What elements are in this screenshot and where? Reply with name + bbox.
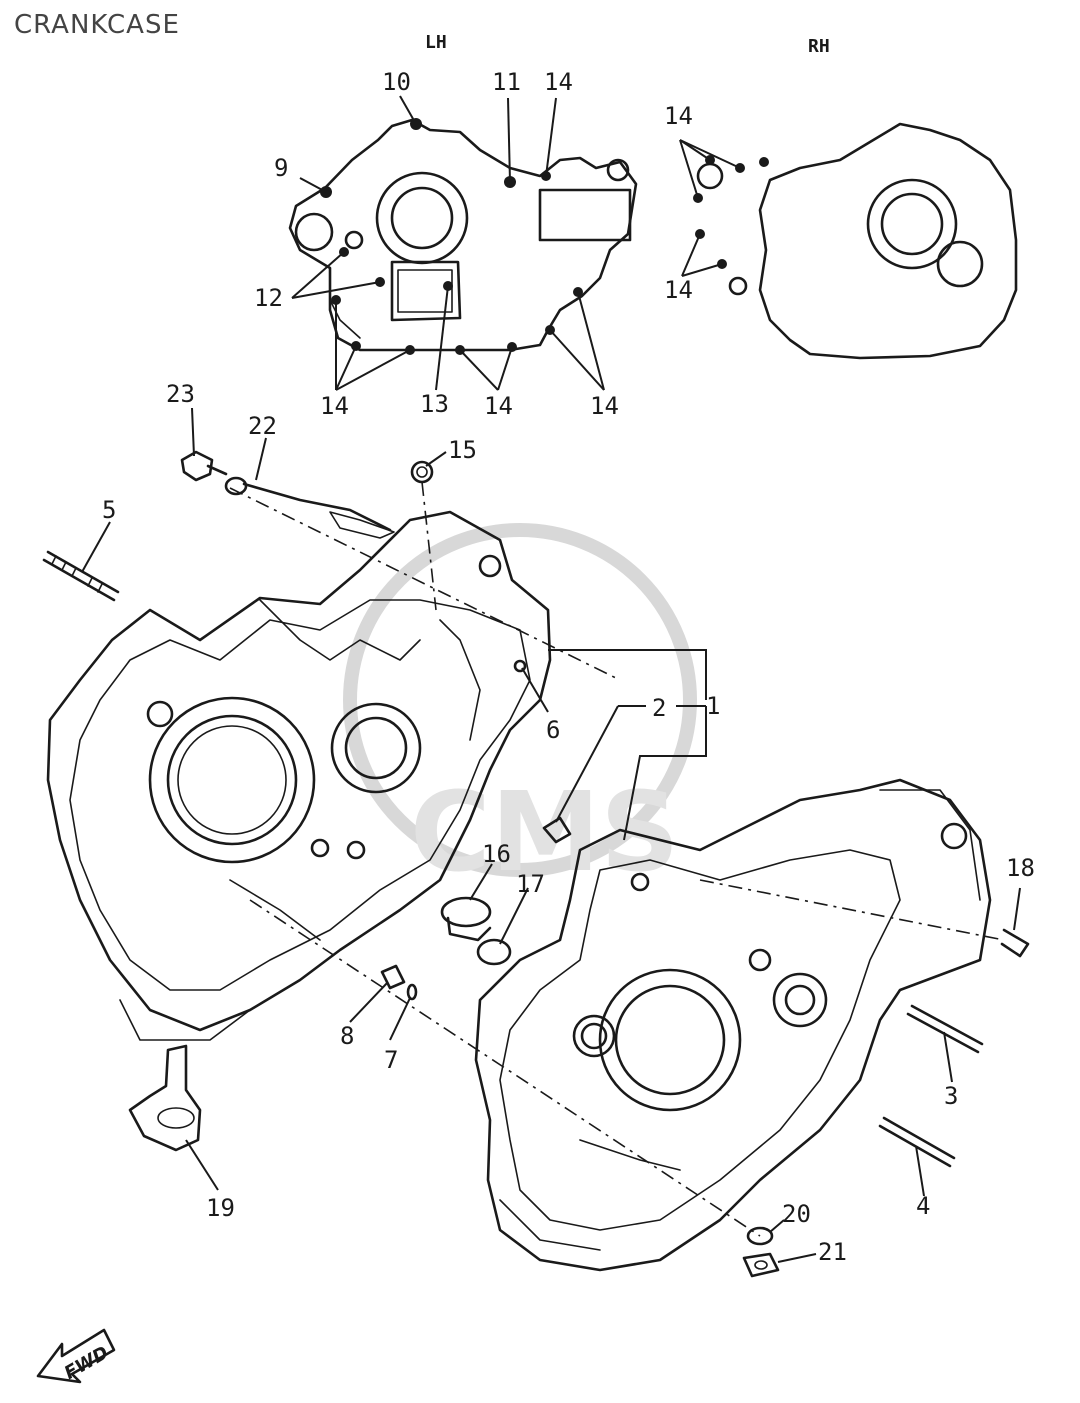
part-4-stud [878,1116,956,1168]
part-7-oring [406,983,418,1001]
callout-8: 8 [340,1022,354,1050]
part-3-stud [906,1004,984,1054]
callout-21: 21 [818,1238,847,1266]
part-21-gasket [742,1252,780,1278]
callout-13: 13 [420,390,449,418]
crankcase-right-half [474,778,992,1272]
part-18-clip [1000,928,1030,958]
callout-22: 22 [248,412,277,440]
callout-6: 6 [546,716,560,744]
side-label-lh: LH [425,32,447,53]
callout-9: 9 [274,154,288,182]
fwd-arrow: FWD [36,1328,116,1384]
assembly-lines [229,481,1005,1237]
callout-14-d: 14 [664,102,693,130]
callout-1: 1 [706,692,720,720]
callout-16: 16 [482,840,511,868]
callout-12: 12 [254,284,283,312]
part-16-cap [440,896,492,942]
callout-14-b: 14 [484,392,513,420]
fwd-arrow-label: FWD [61,1342,112,1384]
callout-12-top-14: 14 [544,68,573,96]
part-19-strainer [128,1044,202,1152]
callout-17: 17 [516,870,545,898]
part-17-oring [476,938,512,966]
callout-14-c: 14 [590,392,619,420]
callout-23: 23 [166,380,195,408]
callout-4: 4 [916,1192,930,1220]
callout-10: 10 [382,68,411,96]
crankcase-left-half [46,510,552,1041]
callout-3: 3 [944,1082,958,1110]
callout-19: 19 [206,1194,235,1222]
callout-15: 15 [448,436,477,464]
part-5-stud [42,550,120,602]
part-22-pipe [224,476,395,539]
side-label-rh: RH [808,36,830,57]
leader-lines [81,407,1021,1263]
gasket-rh: RH [679,36,1018,360]
callout-labels: 1 2 3 4 5 6 7 8 9 10 11 14 12 13 14 14 1… [102,68,1035,1266]
page-title: CRANKCASE [14,10,180,40]
callout-7: 7 [384,1046,398,1074]
callout-18: 18 [1006,854,1035,882]
part-2-dowel [542,816,572,844]
part-20-plug [746,1226,774,1246]
gasket-lh: LH [288,32,638,391]
callout-2: 2 [652,694,666,722]
callout-20: 20 [782,1200,811,1228]
callout-14-e: 14 [664,276,693,304]
callout-5: 5 [102,496,116,524]
callout-11: 11 [492,68,521,96]
callout-14-a: 14 [320,392,349,420]
part-23-bolt [180,450,228,482]
